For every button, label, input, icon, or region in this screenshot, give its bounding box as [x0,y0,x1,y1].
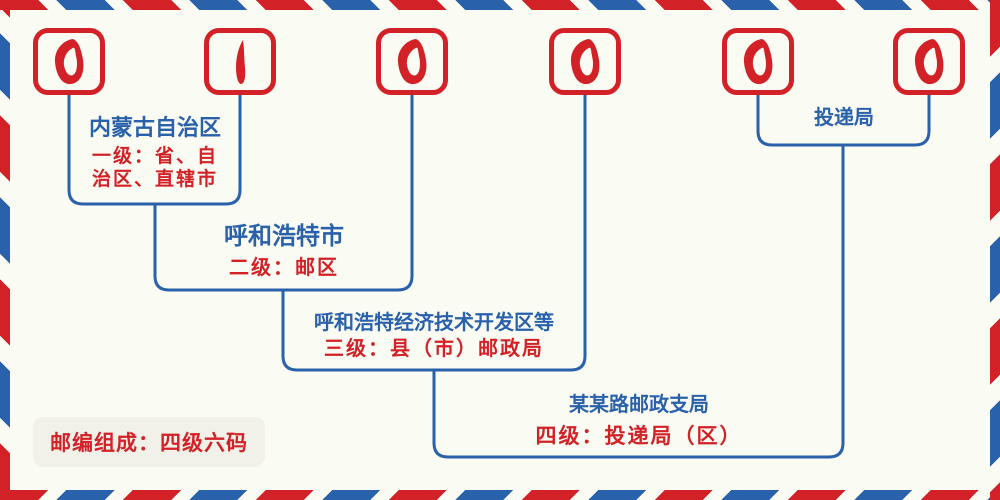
postal-digit-box-6 [893,28,965,95]
airmail-stripe-border-bottom [0,490,1000,500]
airmail-stripe-border-top [0,0,1000,10]
airmail-stripe-border-left [0,0,10,500]
airmail-stripe-border-right [990,0,1000,500]
postal-digit-box-3 [376,28,448,95]
level1-description-line1: 一级：省、自 [91,145,219,167]
level3-area-name: 呼和浩特经济技术开发区等 [314,310,554,334]
postal-digit-box-1 [33,28,105,95]
postal-digit-box-4 [549,28,621,95]
level4-description: 四级：投递局（区） [535,424,743,448]
level3-description: 三级：县（市）邮政局 [324,336,544,360]
level1-description-line2: 治区、直辖市 [91,168,219,190]
postal-code-composition-badge: 邮编组成：四级六码 [33,417,265,467]
level1-region-name: 内蒙古自治区 [88,115,222,141]
level2-description: 二级：邮区 [229,255,339,279]
level4-office-name: 某某路邮政支局 [569,392,709,416]
delivery-bureau-label: 投递局 [814,105,874,129]
level2-city-name: 呼和浩特市 [224,221,344,250]
postal-digit-box-5 [722,28,794,95]
postal-digit-box-2 [204,28,276,95]
bracket-level4-connector [432,145,845,459]
